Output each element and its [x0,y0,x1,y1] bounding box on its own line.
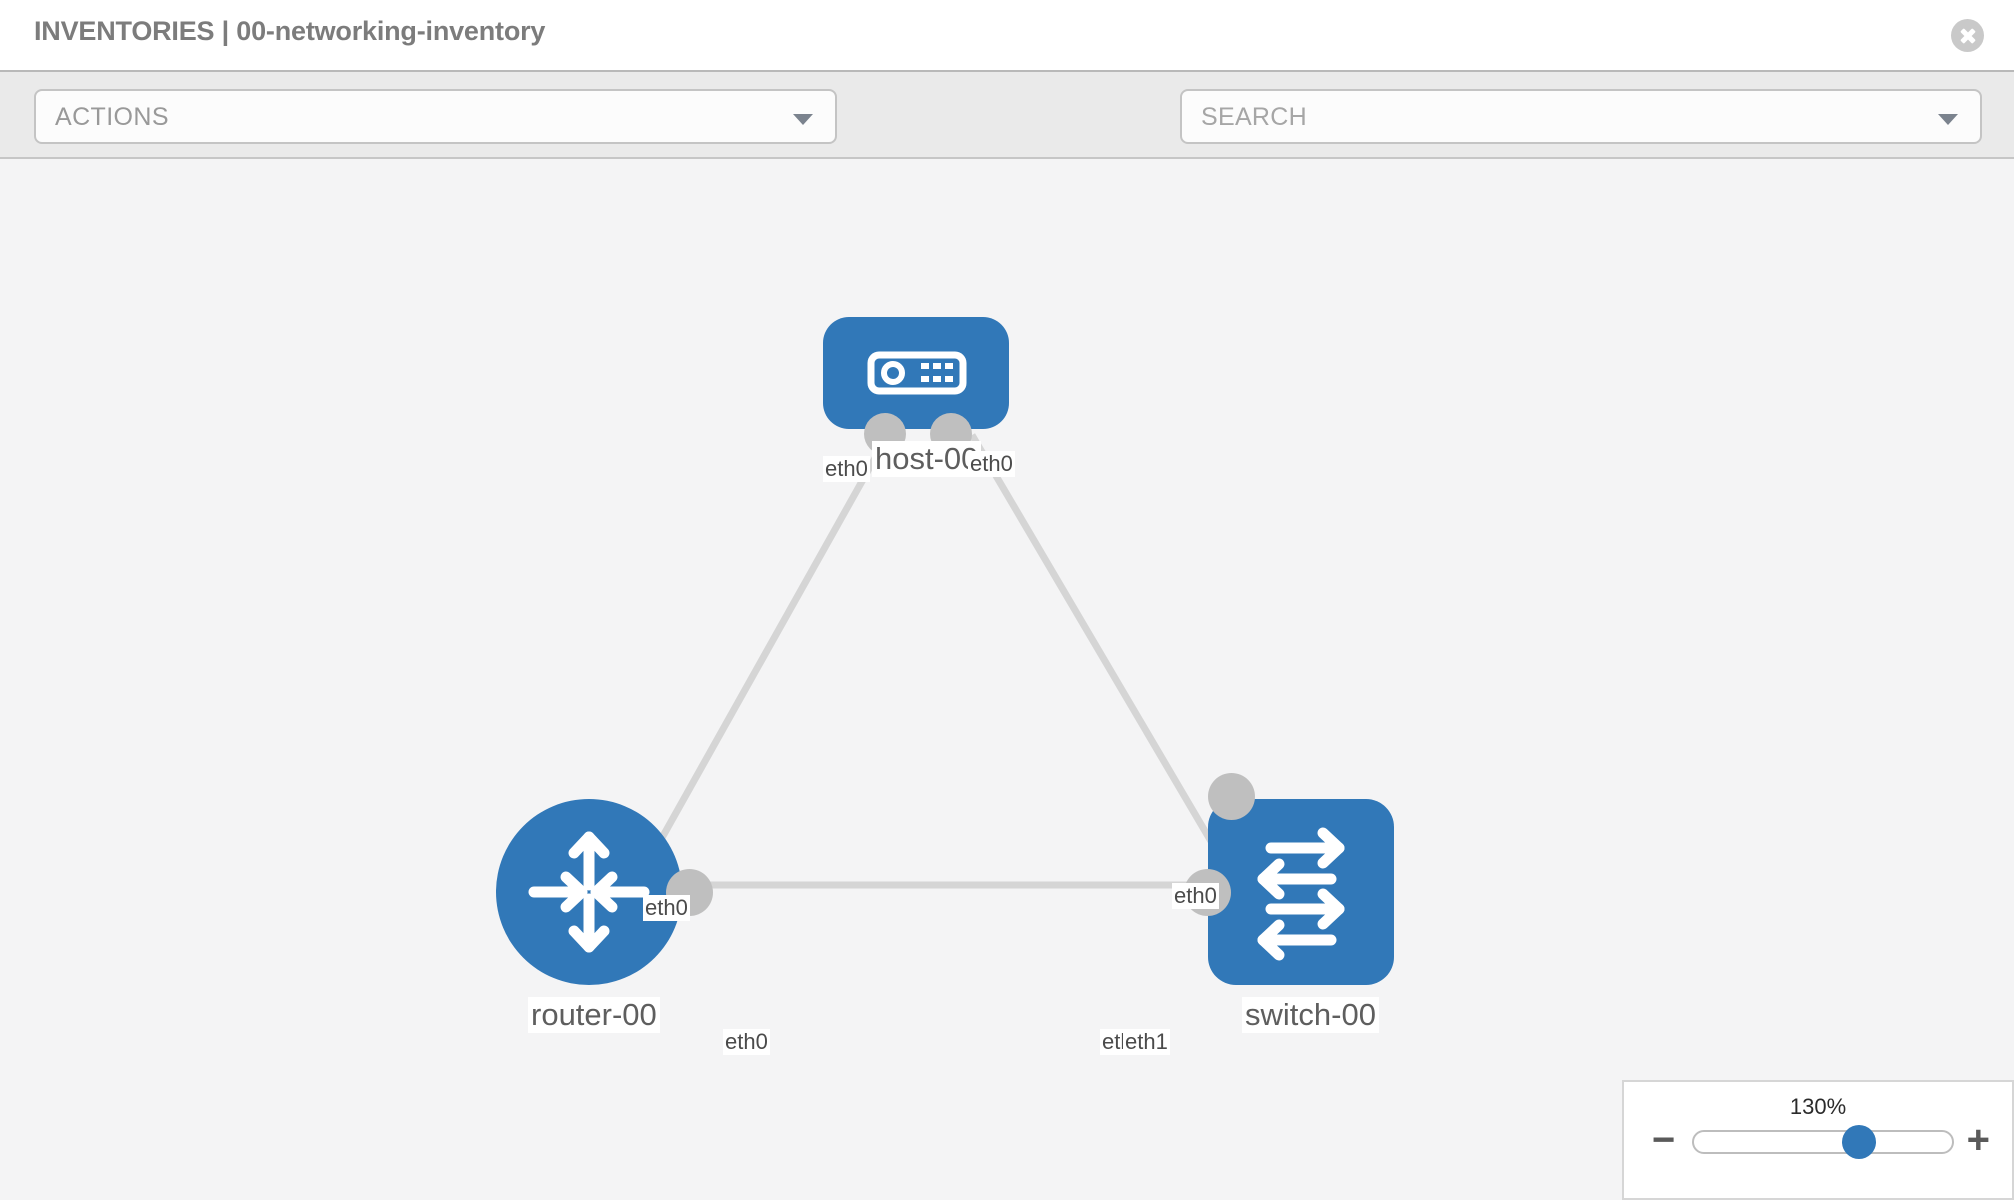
zoom-slider-thumb[interactable] [1842,1125,1876,1159]
toolbar: ACTIONS SEARCH [0,70,2014,206]
topology-graph: host-00 eth0 eth0 [0,159,2014,1200]
actions-dropdown-label: ACTIONS [55,103,169,131]
zoom-in-button[interactable]: + [1966,1118,1990,1162]
iface-label-host-left: eth0 [823,456,870,482]
page-title: INVENTORIES | 00-networking-inventory [34,16,546,46]
topology-canvas[interactable]: host-00 eth0 eth0 [0,159,2014,1200]
page-header: INVENTORIES | 00-networking-inventory [0,0,2014,70]
zoom-out-button[interactable]: − [1652,1118,1676,1162]
server-icon[interactable] [823,317,1009,429]
endpoint-switch-top[interactable] [1208,773,1255,820]
node-host-00[interactable] [823,317,1009,429]
search-placeholder: SEARCH [1201,103,1307,131]
zoom-control-panel: 130% − + [1622,1080,2014,1200]
router-arrows-icon[interactable] [496,799,682,985]
iface-label-switch-left-b: eth1 [1123,1029,1170,1055]
search-chevron-down-icon[interactable] [1938,114,1958,125]
node-label-host-00: host-00 [872,441,982,477]
node-label-router-00: router-00 [528,997,660,1033]
chevron-down-icon [793,114,813,125]
topology-links [636,433,1236,889]
link-host-switch [968,433,1236,879]
search-input[interactable]: SEARCH [1180,89,1982,144]
link-host-router [636,433,892,879]
node-label-switch-00: switch-00 [1242,997,1379,1033]
node-switch-00[interactable] [1208,799,1394,985]
iface-label-switch-up: eth0 [1172,883,1219,909]
actions-dropdown[interactable]: ACTIONS [34,89,837,144]
iface-label-host-right: eth0 [968,451,1015,477]
switch-arrows-icon[interactable] [1208,799,1394,985]
close-icon[interactable] [1951,19,1984,52]
iface-label-router-right: eth0 [723,1029,770,1055]
node-router-00[interactable] [496,799,682,985]
iface-label-router-up: eth0 [643,895,690,921]
zoom-slider[interactable] [1692,1125,1954,1159]
zoom-level-value: 130% [1789,1094,1847,1119]
